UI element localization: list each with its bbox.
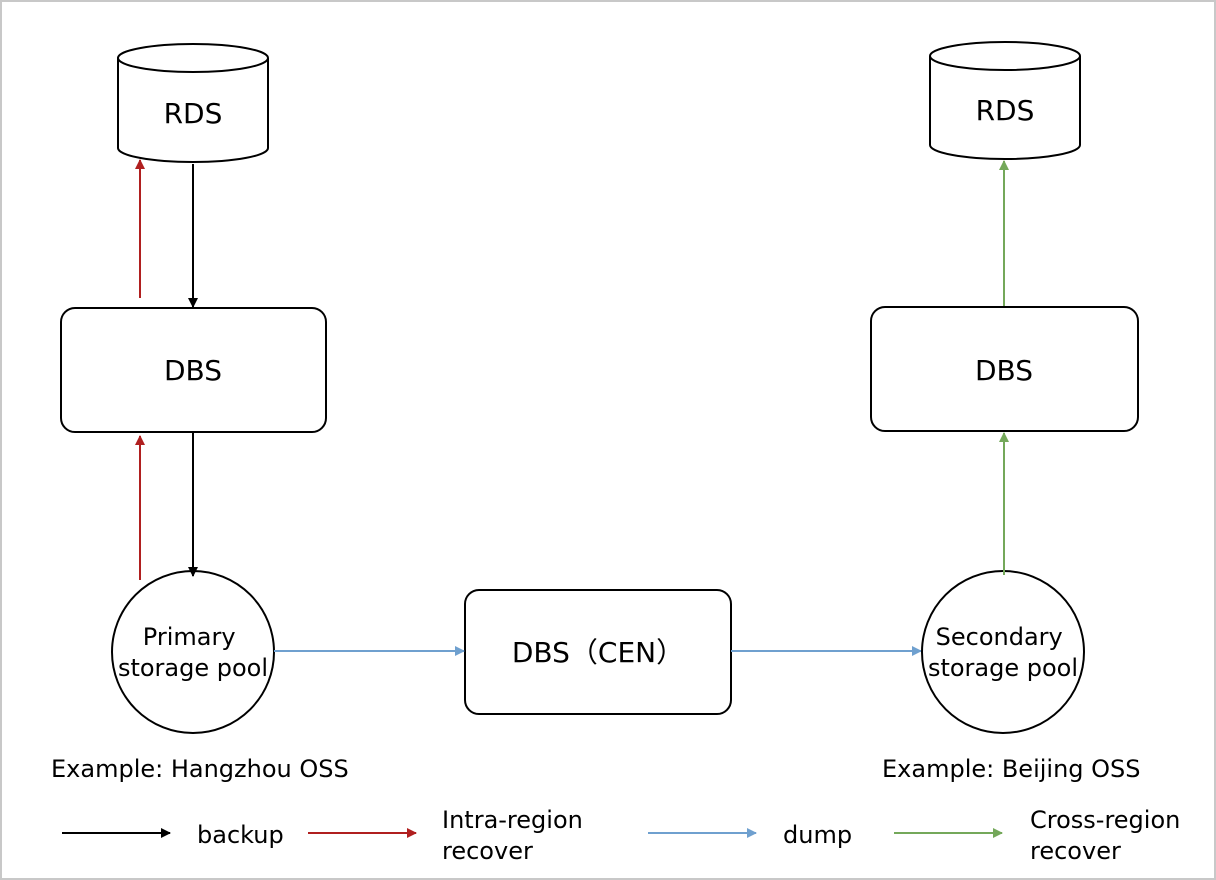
primary-pool-circle [111,570,275,734]
legend-backup-line-1: backup [197,821,284,849]
legend-dump-label: dump [783,821,852,849]
dbs-cen-label: DBS（CEN） [512,636,684,669]
dbs-right-label: DBS [975,354,1033,387]
legend-backup-label: backup [197,821,284,849]
legend-cross-label: Cross-region recover [1030,806,1188,865]
dbs-box-left: DBS [60,307,327,433]
dbs-box-right: DBS [870,306,1139,432]
legend-intra-label: Intra-region recover [442,806,590,865]
secondary-pool-line-2: storage pool [928,654,1078,682]
legend-cross-line-1: Cross-region [1030,806,1180,834]
cylinder-top [929,41,1081,71]
dbs-right-rect [870,306,1139,432]
cylinder-body [117,58,269,163]
secondary-pool-label: Secondary storage pool [928,623,1078,682]
legend-dump-line-1: dump [783,821,852,849]
primary-storage-pool: Primary storage pool [111,570,275,734]
cylinder-body [929,56,1081,160]
legend-cross-line-2: recover [1030,837,1121,865]
legend: backup Intra-region recover dump Cross-r… [62,806,1188,865]
primary-pool-line-1: Primary [143,623,236,651]
dbs-left-label: DBS [164,354,222,387]
secondary-pool-circle [921,570,1085,734]
rds-database-left: RDS [117,43,269,163]
primary-pool-label: Primary storage pool [118,623,268,682]
legend-intra-line-2: recover [442,837,533,865]
primary-pool-line-2: storage pool [118,654,268,682]
caption-hangzhou: Example: Hangzhou OSS [51,755,349,783]
secondary-storage-pool: Secondary storage pool [921,570,1085,734]
dbs-cen-box: DBS（CEN） [464,589,732,715]
rds-right-label: RDS [976,94,1035,127]
legend-intra-line-1: Intra-region [442,806,583,834]
secondary-pool-line-1: Secondary [936,623,1063,651]
cylinder-top [117,43,269,73]
rds-left-label: RDS [164,97,223,130]
rds-database-right: RDS [929,41,1081,160]
caption-beijing: Example: Beijing OSS [882,755,1141,783]
